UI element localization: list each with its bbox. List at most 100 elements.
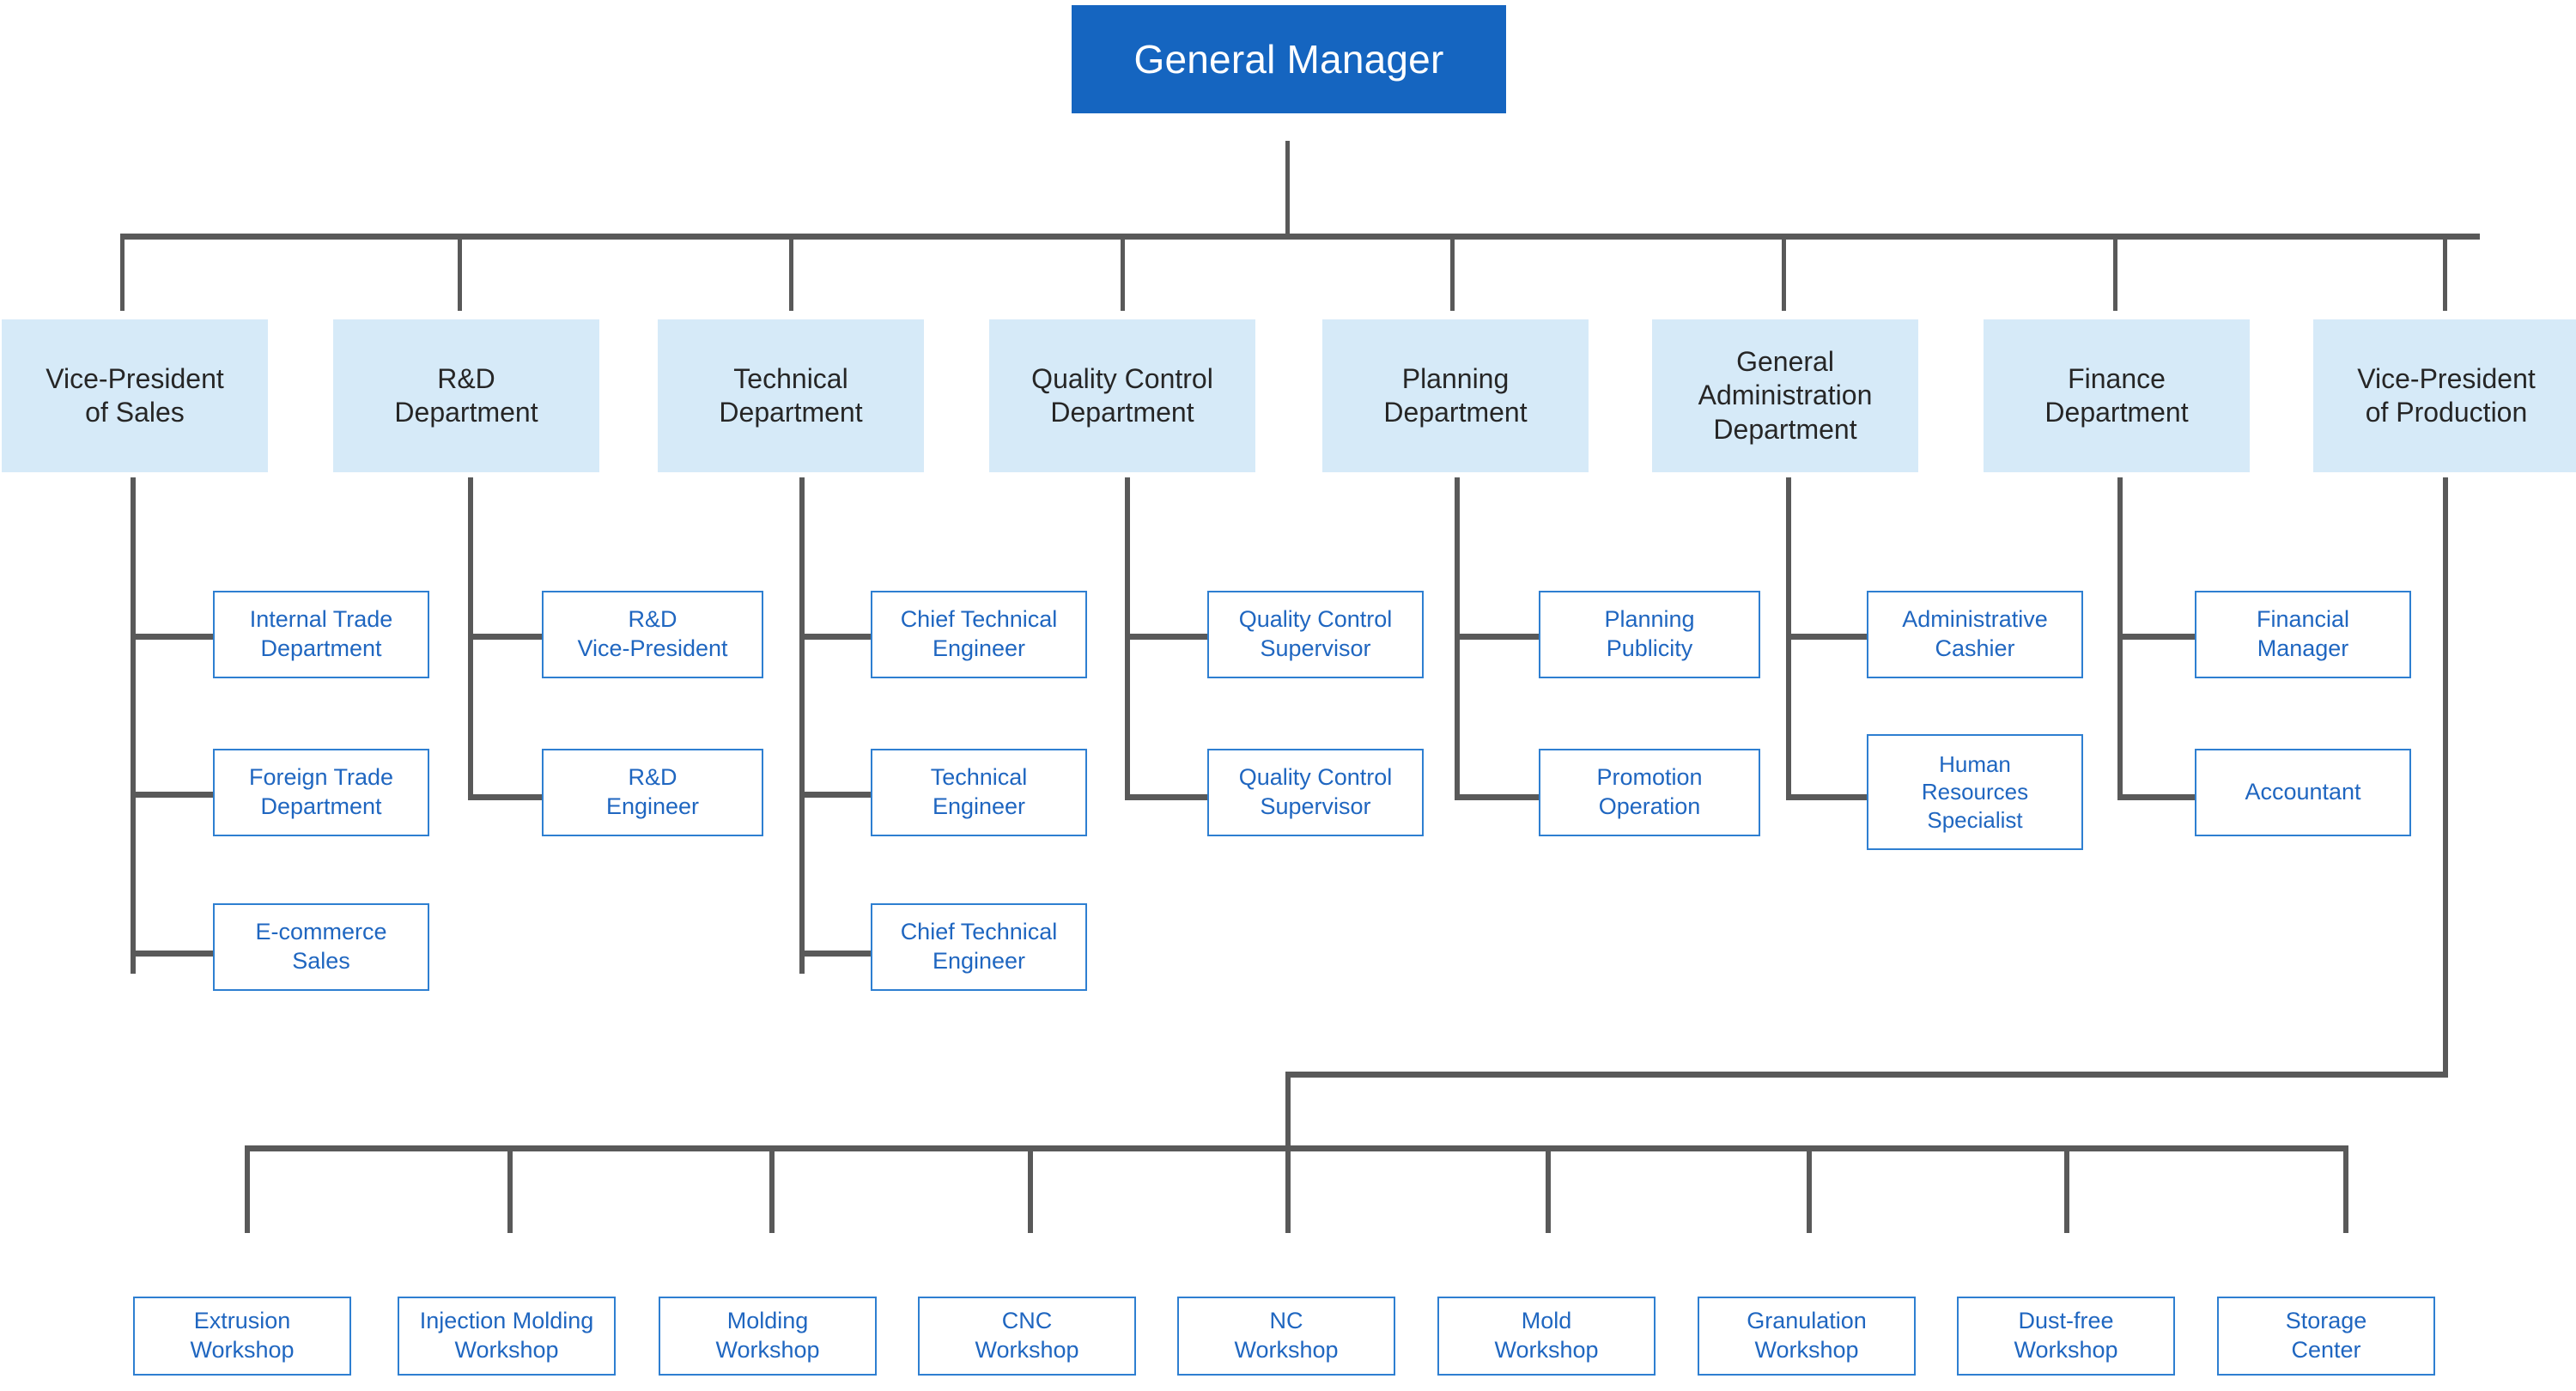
connector-drop-dept-3: [789, 234, 793, 311]
connector-drop-dept-6: [1782, 234, 1786, 311]
connector-arm-sales-2: [131, 792, 213, 798]
node-chief-technical-engineer-2[interactable]: Chief Technical Engineer: [871, 903, 1087, 991]
connector-drop-dept-2: [458, 234, 462, 311]
connector-arm-technical-3: [799, 951, 871, 957]
node-technical-department[interactable]: Technical Department: [658, 319, 924, 472]
node-label: R&D Department: [394, 362, 538, 428]
node-label: Vice-President of Production: [2357, 362, 2536, 428]
connector-arm-finance-1: [2117, 634, 2195, 640]
node-vice-president-of-production[interactable]: Vice-President of Production: [2313, 319, 2576, 472]
node-label: E-commerce Sales: [255, 919, 387, 974]
node-label: Promotion Operation: [1596, 764, 1703, 819]
connector-drop-dept-4: [1121, 234, 1125, 311]
connector-drop-workshop-3: [769, 1145, 775, 1233]
node-label: Mold Workshop: [1494, 1308, 1599, 1363]
node-label: Storage Center: [2285, 1308, 2367, 1363]
connector-drop-workshop-7: [1807, 1145, 1812, 1233]
connector-production-drop: [1285, 1072, 1291, 1151]
node-quality-control-supervisor-1[interactable]: Quality Control Supervisor: [1207, 591, 1424, 678]
node-label: Chief Technical Engineer: [900, 919, 1058, 974]
node-label: Quality Control Supervisor: [1238, 764, 1393, 819]
node-rd-engineer[interactable]: R&D Engineer: [542, 749, 763, 836]
connector-arm-technical-1: [799, 634, 871, 640]
node-foreign-trade-department[interactable]: Foreign Trade Department: [213, 749, 429, 836]
node-label: Planning Department: [1383, 362, 1528, 428]
node-label: CNC Workshop: [975, 1308, 1079, 1363]
node-dust-free-workshop[interactable]: Dust-free Workshop: [1957, 1297, 2175, 1376]
node-cnc-workshop[interactable]: CNC Workshop: [918, 1297, 1136, 1376]
node-storage-center[interactable]: Storage Center: [2217, 1297, 2435, 1376]
connector-arm-admin-1: [1786, 634, 1867, 640]
connector-drop-workshop-2: [507, 1145, 513, 1233]
connector-level2-bus: [120, 234, 2480, 240]
node-general-manager[interactable]: General Manager: [1072, 5, 1506, 113]
node-technical-engineer[interactable]: Technical Engineer: [871, 749, 1087, 836]
node-quality-control-department[interactable]: Quality Control Department: [989, 319, 1255, 472]
connector-drop-workshop-1: [245, 1145, 250, 1233]
node-chief-technical-engineer-1[interactable]: Chief Technical Engineer: [871, 591, 1087, 678]
node-label: General Administration Department: [1698, 346, 1873, 445]
connector-arm-admin-2: [1786, 794, 1867, 800]
node-label: R&D Engineer: [605, 764, 700, 819]
node-molding-workshop[interactable]: Molding Workshop: [659, 1297, 877, 1376]
node-label: Extrusion Workshop: [190, 1308, 295, 1363]
node-extrusion-workshop[interactable]: Extrusion Workshop: [133, 1297, 351, 1376]
node-human-resources-specialist[interactable]: Human Resources Specialist: [1867, 734, 2083, 850]
node-vice-president-of-sales[interactable]: Vice-President of Sales: [2, 319, 268, 472]
node-label: Quality Control Supervisor: [1238, 606, 1393, 661]
node-label: NC Workshop: [1234, 1308, 1339, 1363]
node-quality-control-supervisor-2[interactable]: Quality Control Supervisor: [1207, 749, 1424, 836]
node-label: Accountant: [2245, 779, 2361, 805]
node-granulation-workshop[interactable]: Granulation Workshop: [1698, 1297, 1916, 1376]
node-nc-workshop[interactable]: NC Workshop: [1177, 1297, 1395, 1376]
connector-drop-workshop-9: [2343, 1145, 2348, 1233]
node-accountant[interactable]: Accountant: [2195, 749, 2411, 836]
node-label: Financial Manager: [2256, 606, 2350, 661]
node-financial-manager[interactable]: Financial Manager: [2195, 591, 2411, 678]
node-label: Chief Technical Engineer: [900, 606, 1058, 661]
connector-drop-dept-5: [1450, 234, 1455, 311]
node-label: Technical Engineer: [930, 764, 1028, 819]
connector-drop-dept-8: [2443, 234, 2447, 311]
connector-drop-dept-7: [2113, 234, 2117, 311]
connector-arm-quality-1: [1125, 634, 1207, 640]
node-label: Injection Molding Workshop: [419, 1308, 594, 1363]
node-rd-vice-president[interactable]: R&D Vice-President: [542, 591, 763, 678]
node-label: Vice-President of Sales: [46, 362, 224, 428]
connector-production-return: [1285, 1072, 2448, 1078]
node-finance-department[interactable]: Finance Department: [1984, 319, 2250, 472]
connector-arm-rd-1: [468, 634, 542, 640]
connector-arm-planning-1: [1455, 634, 1539, 640]
node-general-administration-department[interactable]: General Administration Department: [1652, 319, 1918, 472]
connector-spine-sales: [131, 477, 136, 974]
node-label: Granulation Workshop: [1747, 1308, 1867, 1363]
node-injection-molding-workshop[interactable]: Injection Molding Workshop: [398, 1297, 616, 1376]
node-e-commerce-sales[interactable]: E-commerce Sales: [213, 903, 429, 991]
node-internal-trade-department[interactable]: Internal Trade Department: [213, 591, 429, 678]
connector-drop-workshop-8: [2064, 1145, 2069, 1233]
connector-drop-workshop-5: [1285, 1145, 1291, 1233]
node-promotion-operation[interactable]: Promotion Operation: [1539, 749, 1760, 836]
connector-root-stem: [1285, 141, 1290, 237]
connector-arm-planning-2: [1455, 794, 1539, 800]
connector-arm-rd-2: [468, 794, 542, 800]
connector-workshop-bus: [245, 1145, 2348, 1151]
connector-drop-workshop-4: [1028, 1145, 1033, 1233]
node-rd-department[interactable]: R&D Department: [333, 319, 599, 472]
connector-arm-quality-2: [1125, 794, 1207, 800]
node-mold-workshop[interactable]: Mold Workshop: [1437, 1297, 1656, 1376]
node-label: Technical Department: [719, 362, 863, 428]
node-label: Foreign Trade Department: [248, 764, 394, 819]
node-administrative-cashier[interactable]: Administrative Cashier: [1867, 591, 2083, 678]
node-label: Internal Trade Department: [249, 606, 393, 661]
node-label: Quality Control Department: [1031, 362, 1213, 428]
node-planning-publicity[interactable]: Planning Publicity: [1539, 591, 1760, 678]
connector-arm-finance-2: [2117, 794, 2195, 800]
node-label: General Manager: [1133, 36, 1444, 82]
node-label: Finance Department: [2044, 362, 2189, 428]
node-label: R&D Vice-President: [577, 606, 728, 661]
connector-drop-workshop-6: [1546, 1145, 1551, 1233]
node-planning-department[interactable]: Planning Department: [1322, 319, 1589, 472]
connector-drop-dept-1: [120, 234, 125, 311]
